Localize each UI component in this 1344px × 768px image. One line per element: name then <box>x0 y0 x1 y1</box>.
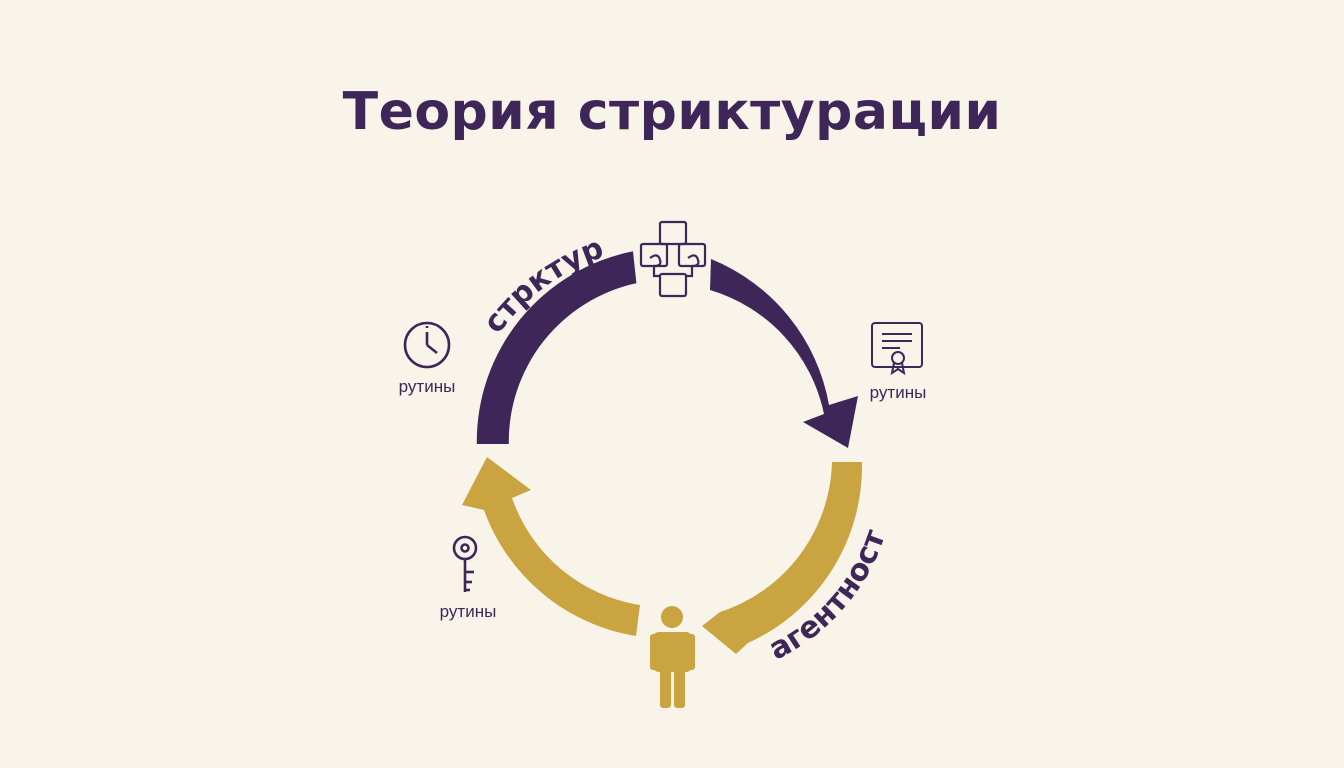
key-label: рутины <box>439 602 497 621</box>
structure-arc <box>476 251 637 444</box>
structure-blocks-icon <box>639 220 707 298</box>
scroll-certificate-icon <box>871 322 923 376</box>
clock-icon <box>403 321 451 369</box>
key-icon <box>452 535 478 592</box>
scroll-label: рутины <box>869 383 927 402</box>
page-title: Теория стриктурации <box>342 82 1002 142</box>
person-icon <box>650 606 695 708</box>
agency-arc <box>702 462 863 654</box>
agency-arc-arrow <box>462 457 640 636</box>
structure-arc-arrow <box>710 259 858 448</box>
clock-label: рутины <box>398 377 456 396</box>
